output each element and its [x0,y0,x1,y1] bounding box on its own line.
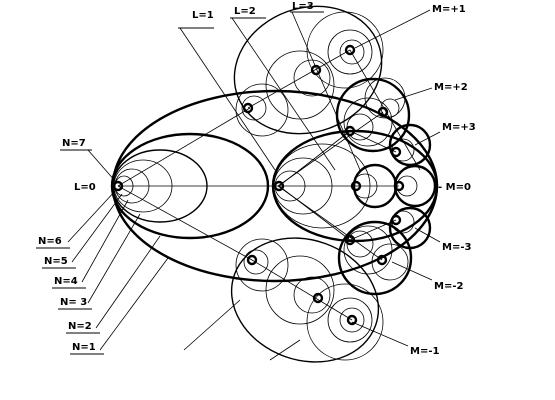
leader-l1 [179,27,276,171]
connector-lines [117,49,421,321]
line-mid-mm2b [277,185,383,261]
label-l3: L=3 [292,1,314,12]
nucleus-top-c [242,102,254,114]
label-m0: - M=0 [438,182,471,193]
leader-n4 [81,199,129,283]
leader-mm1 [351,321,409,347]
mp2-circle-d [364,77,406,119]
nucleus-top-b [310,64,322,76]
leader-n5 [71,193,123,263]
leader-bottom-a [183,299,241,351]
mminus1-family [230,237,384,363]
leader-mm3 [414,227,441,243]
top-big-ellipse [233,5,383,135]
label-n7: N=7 [62,138,86,149]
leader-mp1 [354,9,431,49]
mm2-circle-d [371,243,409,281]
text-labels: L=1 L=2 L=3 L=0 N=7 N=6 N=5 N=4 N= 3 N=2… [38,1,476,357]
label-n4: N=4 [54,276,78,287]
label-l1: L=1 [192,10,214,21]
leader-l2 [231,17,336,171]
label-n5: N=5 [44,256,68,267]
nucleus-bottom-a [346,314,358,326]
line-mm2-mm3 [349,219,397,241]
bottom-big-ellipse [230,237,380,363]
line-mid-mp2b [277,111,384,187]
nucleus-mm2-b [376,254,388,266]
nucleus-top-a [344,44,356,56]
label-mm1: M=-1 [410,346,439,357]
bottom-circle-3 [339,307,365,333]
bottom-circle-1 [306,283,384,361]
mplus2-family [335,77,411,153]
leader-n2 [95,235,161,329]
leader-l3 [291,11,361,171]
leader-mp3 [414,131,441,146]
line-top-down [349,49,421,171]
label-mm2: M=-2 [434,281,463,292]
leader-lines [67,9,441,361]
bottom-circle-4 [265,255,335,325]
top-circle-1 [306,11,384,89]
mp2-circle-a [335,77,411,153]
line-l0-bottom-c [117,185,253,261]
mm2-circle-b [343,225,393,275]
bottom-circle-5 [293,276,331,314]
bottom-circle-2 [327,297,373,343]
leader-n1 [99,257,169,351]
line-l0-top-c [117,107,251,187]
m0-circle-b [393,164,437,208]
label-mm3: M=-3 [442,242,471,253]
leader-n6 [67,189,117,243]
label-mp2: M=+2 [434,82,468,93]
m0-circle-d [396,175,418,197]
top-circle-6 [235,83,289,137]
label-underlines [36,11,324,355]
mm2-circle-a [337,220,413,296]
nucleus-bottom-c [246,254,258,266]
label-l0: L=0 [74,182,96,193]
label-l2: L=2 [234,6,256,17]
bottom-circle-6 [235,238,289,292]
leader-n3 [87,213,141,304]
nucleus-mp3 [390,146,402,158]
line-bottom-chain [251,259,353,321]
top-circle-3 [339,39,365,65]
top-circle-2 [327,29,373,75]
mplus1-family [233,5,384,137]
mminus2-family [337,220,413,296]
label-mp1: M=+1 [432,4,466,15]
line-mp2-mp3 [349,130,397,153]
mp3-circle-a [388,123,432,167]
top-circle-5 [293,59,331,97]
nucleus-bottom-b [312,292,324,304]
leader-mm2 [391,261,433,281]
line-top-chain [247,49,351,109]
label-n6: N=6 [38,236,62,247]
nucleus-mm3 [390,214,402,226]
leader-mp2 [394,87,433,101]
nucleus-mp2-b [377,106,389,118]
label-mp3: M=+3 [442,122,476,133]
leader-bottom-b [269,339,301,361]
label-n1: N=1 [72,342,96,353]
leader-n7 [87,149,117,183]
top-circle-7 [241,95,267,121]
label-n3: N= 3 [60,297,87,308]
bottom-circle-7 [243,249,269,275]
label-n2: N=2 [68,321,92,332]
